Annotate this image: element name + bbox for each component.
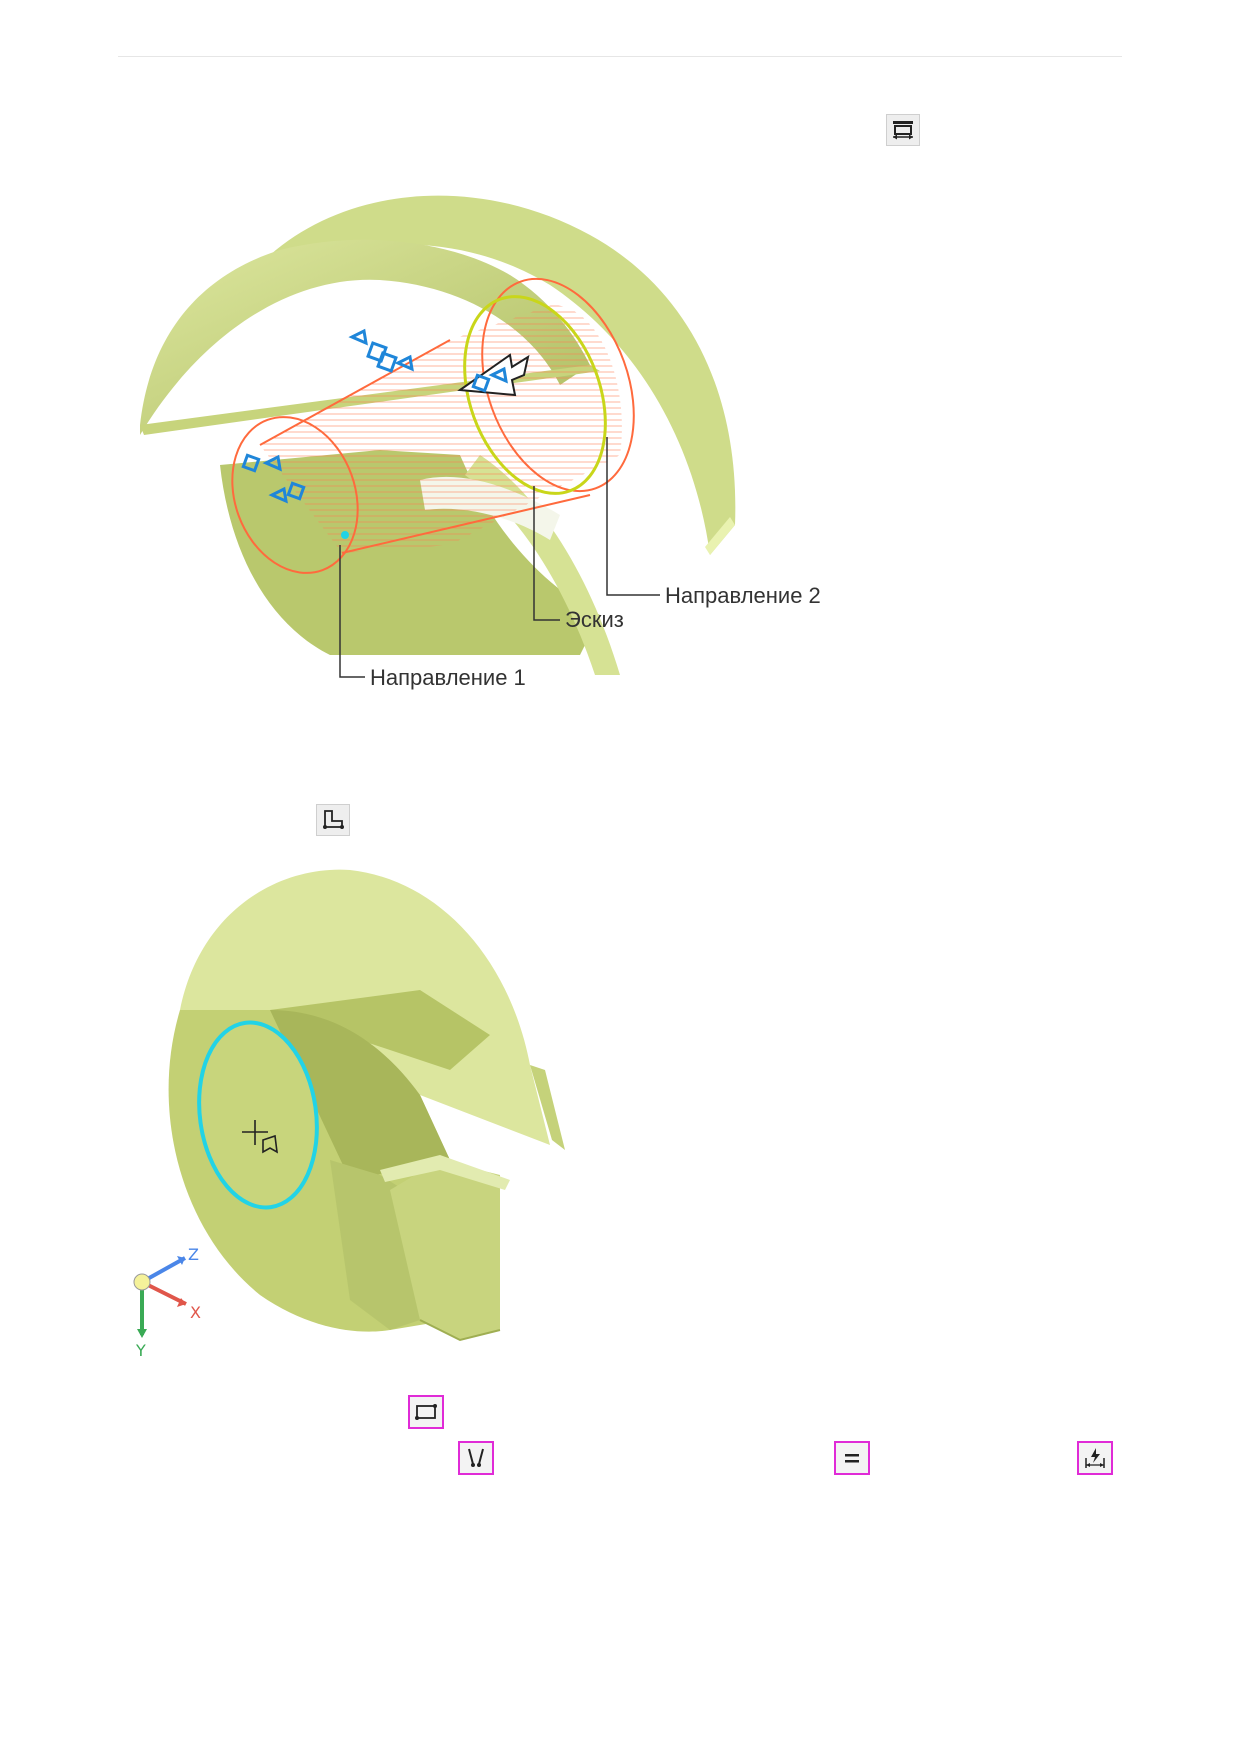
- rectangle-icon: [415, 1404, 437, 1420]
- parallel-constraint-icon: [468, 1448, 484, 1467]
- figure-extrude-preview: Направление 2 Эскиз Направление 1: [140, 195, 821, 690]
- part-model: [168, 869, 565, 1342]
- equal-constraint-icon: [845, 1454, 859, 1463]
- callout-direction-2: Направление 2: [665, 583, 821, 608]
- callout-sketch: Эскиз: [565, 607, 624, 632]
- select-cursor-icon: [242, 1120, 278, 1154]
- base-point-marker: [341, 531, 349, 539]
- auto-dimension-button[interactable]: [1077, 1441, 1113, 1475]
- rectangle-button[interactable]: [408, 1395, 444, 1429]
- equal-constraint-button[interactable]: [834, 1441, 870, 1475]
- drag-handles: [241, 328, 508, 504]
- sketch-button[interactable]: [316, 804, 350, 836]
- page-header-rule: [118, 56, 1122, 57]
- extrude-between-planes-icon: [893, 121, 913, 140]
- sketch-contour: [463, 295, 607, 495]
- callout-leaders: [339, 437, 660, 678]
- auto-dimension-icon: [1085, 1448, 1105, 1468]
- sketch-icon: [323, 810, 344, 829]
- axis-label-y: Y: [135, 1341, 146, 1360]
- axis-triad: Z X Y: [133, 1245, 201, 1360]
- selected-face-highlight: [197, 1020, 319, 1210]
- axis-label-z: Z: [188, 1245, 199, 1264]
- extrude-preview-volume: [231, 277, 635, 574]
- parallel-constraint-button[interactable]: [458, 1441, 494, 1475]
- figure-part-selected-face: Z X Y: [133, 869, 565, 1360]
- extrude-between-planes-button[interactable]: [886, 114, 920, 146]
- axis-label-x: X: [190, 1303, 201, 1322]
- callout-direction-1: Направление 1: [370, 665, 526, 690]
